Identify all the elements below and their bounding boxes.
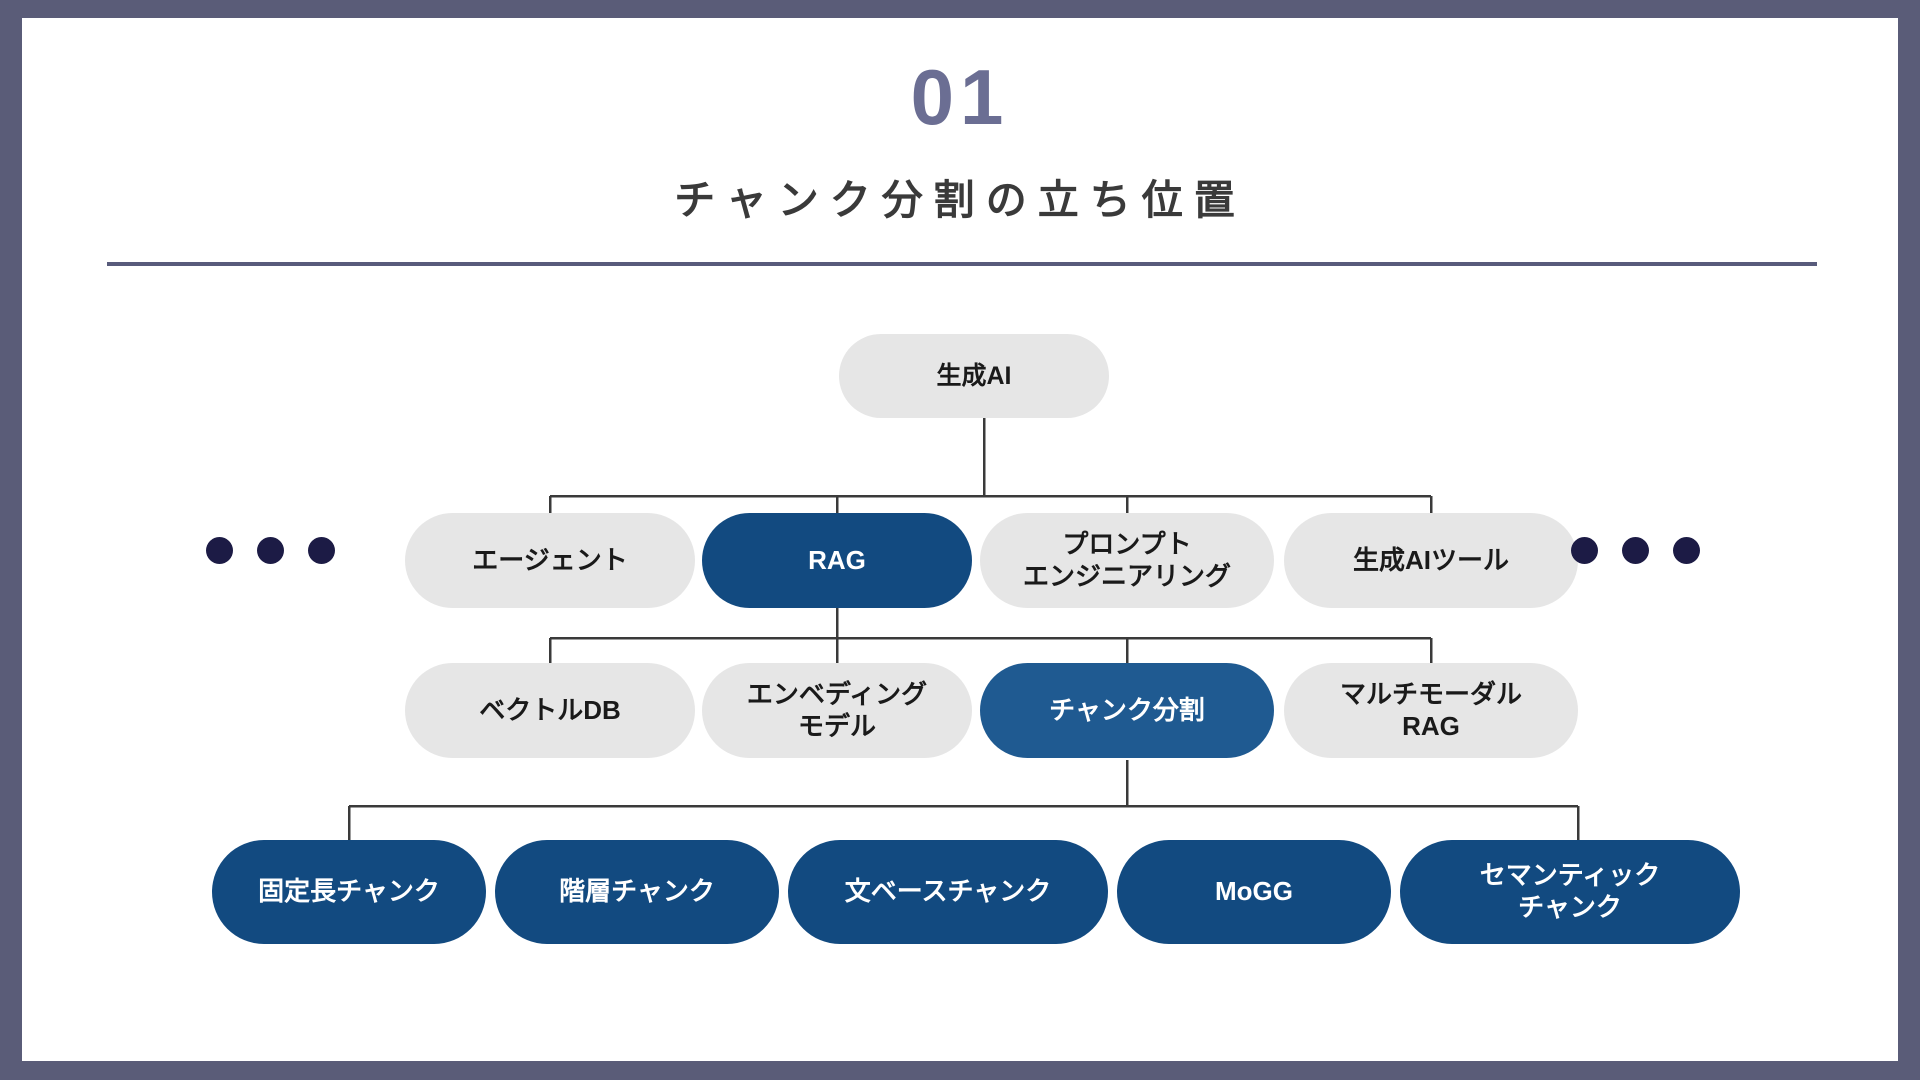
- node-rag[interactable]: RAG: [702, 513, 972, 608]
- node-prompt-engineering[interactable]: プロンプト エンジニアリング: [980, 513, 1274, 608]
- section-number: 01: [910, 53, 1010, 141]
- ellipsis-left: [206, 537, 335, 564]
- page-title: チャンク分割の立ち位置: [674, 177, 1246, 223]
- ellipsis-dot: [257, 537, 284, 564]
- title-divider: [107, 262, 1817, 266]
- node-chunking[interactable]: チャンク分割: [980, 663, 1274, 758]
- node-agent[interactable]: エージェント: [405, 513, 695, 608]
- hierarchy-diagram: 生成AI エージェント RAG プロンプト エンジニアリング 生成AIツール ベ…: [22, 18, 1898, 1061]
- node-hierarchical-chunk[interactable]: 階層チャンク: [495, 840, 779, 944]
- ellipsis-dot: [1571, 537, 1598, 564]
- node-multimodal-rag[interactable]: マルチモーダル RAG: [1284, 663, 1578, 758]
- node-generative-ai[interactable]: 生成AI: [839, 334, 1109, 418]
- node-fixed-length-chunk[interactable]: 固定長チャンク: [212, 840, 486, 944]
- ellipsis-dot: [1622, 537, 1649, 564]
- node-semantic-chunk[interactable]: セマンティック チャンク: [1400, 840, 1740, 944]
- node-embedding-model[interactable]: エンベディング モデル: [702, 663, 972, 758]
- ellipsis-dot: [1673, 537, 1700, 564]
- slide-canvas: 01 チャンク分割の立ち位置: [22, 18, 1898, 1061]
- node-mogg[interactable]: MoGG: [1117, 840, 1391, 944]
- node-sentence-based-chunk[interactable]: 文ベースチャンク: [788, 840, 1108, 944]
- ellipsis-dot: [206, 537, 233, 564]
- ellipsis-right: [1571, 537, 1700, 564]
- node-vector-db[interactable]: ベクトルDB: [405, 663, 695, 758]
- ellipsis-dot: [308, 537, 335, 564]
- node-generative-ai-tools[interactable]: 生成AIツール: [1284, 513, 1578, 608]
